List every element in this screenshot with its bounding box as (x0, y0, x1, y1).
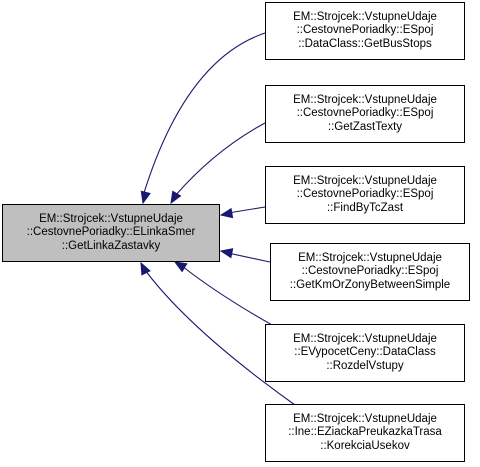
root-node-get-linka-zastavky[interactable]: EM::Strojcek::VstupneUdaje ::CestovnePor… (2, 204, 220, 262)
arrowhead-get-zast-texty (170, 190, 182, 205)
root-node-line-2: ::CestovnePoriadky::ELinkaSmer (26, 226, 196, 239)
root-node-line-3: ::GetLinkaZastavky (61, 239, 161, 252)
caller-node-get-bus-stops[interactable]: EM::Strojcek::VstupneUdaje ::CestovnePor… (265, 2, 465, 60)
caller-node-line-2: ::Ine::EZiackaPreukazkaTrasa (288, 426, 442, 439)
caller-node-line-2: ::EVypocetCeny::DataClass (294, 346, 436, 359)
caller-node-line-3: ::RozdelVstupy (326, 359, 404, 372)
caller-node-rozdel-vstupy[interactable]: EM::Strojcek::VstupneUdaje ::EVypocetCen… (265, 324, 465, 382)
caller-node-line-3: ::FindByTcZast (326, 201, 404, 214)
edge-get-km-or-zony-between-simple (227, 252, 271, 263)
caller-node-get-km-or-zony-between-simple[interactable]: EM::Strojcek::VstupneUdaje ::CestovnePor… (270, 243, 470, 301)
caller-node-find-by-tc-zast[interactable]: EM::Strojcek::VstupneUdaje ::CestovnePor… (265, 166, 465, 224)
caller-node-line-3: ::DataClass::GetBusStops (298, 37, 432, 50)
edge-get-bus-stops (142, 32, 266, 197)
caller-node-line-2: ::CestovnePoriadky::ESpoj (296, 107, 434, 120)
caller-node-line-1: EM::Strojcek::VstupneUdaje (293, 93, 437, 106)
caller-node-line-2: ::CestovnePoriadky::ESpoj (296, 188, 434, 201)
caller-node-line-1: EM::Strojcek::VstupneUdaje (293, 412, 437, 425)
edge-find-by-tc-zast (227, 206, 266, 214)
caller-node-line-2: ::CestovnePoriadky::ESpoj (296, 24, 434, 37)
caller-node-line-1: EM::Strojcek::VstupneUdaje (293, 174, 437, 187)
edge-korekcia-usekov (144, 269, 296, 406)
caller-node-line-1: EM::Strojcek::VstupneUdaje (298, 251, 442, 264)
caller-node-line-3: ::KorekciaUsekov (320, 439, 410, 452)
caller-node-line-1: EM::Strojcek::VstupneUdaje (293, 332, 437, 345)
root-node-line-1: EM::Strojcek::VstupneUdaje (39, 212, 183, 225)
caller-node-line-2: ::CestovnePoriadky::ESpoj (301, 265, 439, 278)
edge-get-zast-texty (174, 122, 266, 197)
arrowhead-korekcia-usekov (140, 261, 151, 276)
caller-node-get-zast-texty[interactable]: EM::Strojcek::VstupneUdaje ::CestovnePor… (265, 85, 465, 143)
caller-node-line-3: ::GetKmOrZonyBetweenSimple (289, 278, 451, 291)
arrowhead-get-bus-stops (140, 190, 151, 205)
caller-node-line-3: ::GetZastTexty (327, 120, 403, 133)
arrowhead-find-by-tc-zast (219, 207, 234, 219)
caller-node-line-1: EM::Strojcek::VstupneUdaje (293, 10, 437, 23)
arrowhead-rozdel-vstupy (173, 261, 188, 273)
caller-node-korekcia-usekov[interactable]: EM::Strojcek::VstupneUdaje ::Ine::EZiack… (265, 404, 465, 462)
arrowhead-get-km-or-zony-between-simple (219, 248, 234, 259)
